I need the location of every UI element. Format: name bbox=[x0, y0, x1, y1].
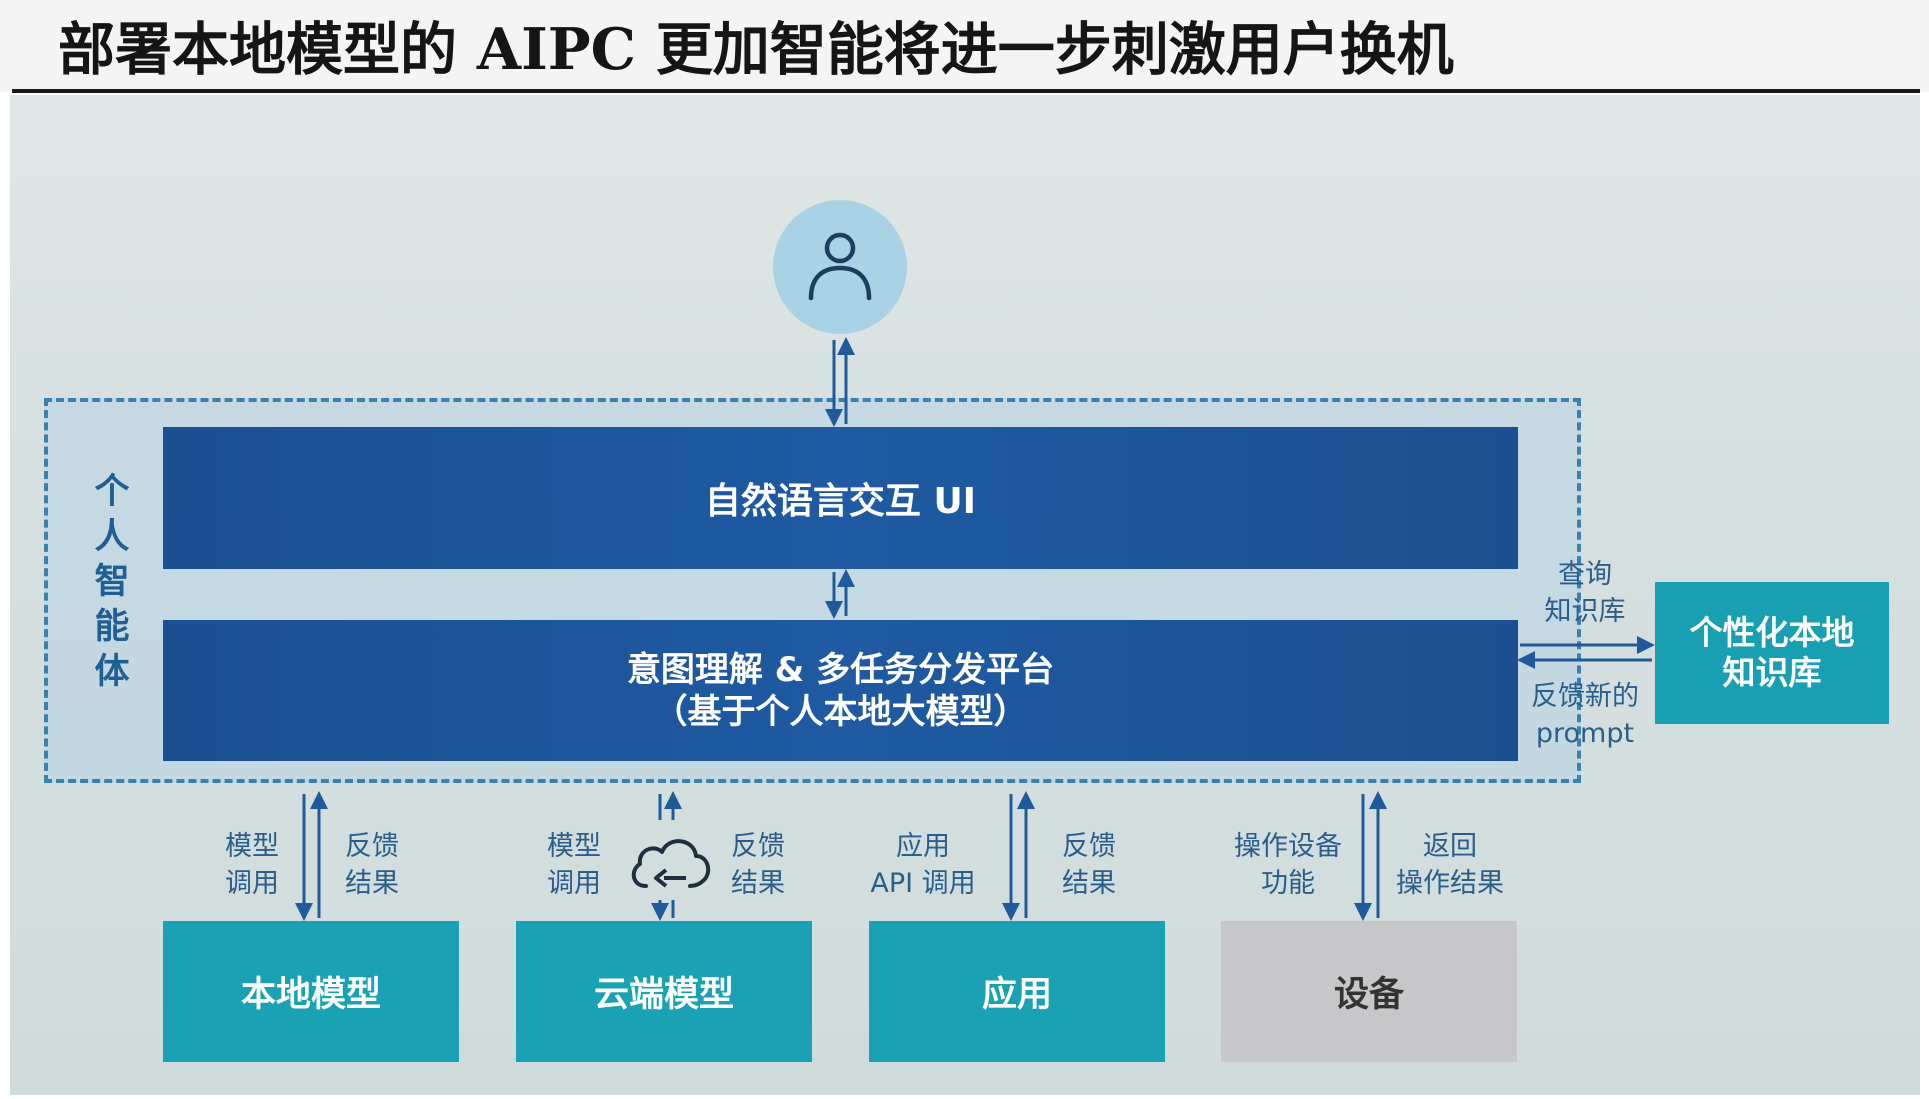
natural-language-ui-label: 自然语言交互 UI bbox=[704, 481, 977, 522]
cloud-model-call-note: 模型 调用 bbox=[547, 831, 601, 899]
local-model-box: 本地模型 bbox=[163, 921, 459, 1062]
personal-knowledge-base-box: 个性化本地 知识库 bbox=[1655, 582, 1889, 724]
cloud-sync-icon bbox=[631, 839, 711, 888]
local-model-call-note: 模型 调用 bbox=[225, 831, 279, 899]
title-underline bbox=[12, 89, 1920, 93]
app-feedback-note: 反馈 结果 bbox=[1062, 831, 1116, 899]
knowledge-base-sublabel: 知识库 bbox=[1722, 653, 1822, 692]
intent-platform-sublabel: （基于个人本地大模型） bbox=[653, 691, 1028, 732]
application-box: 应用 bbox=[869, 921, 1165, 1062]
device-result-note: 返回 操作结果 bbox=[1396, 831, 1504, 899]
page-title: 部署本地模型的 AIPC 更加智能将进一步刺激用户换机 bbox=[58, 16, 1454, 83]
intent-platform-label: 意图理解 & 多任务分发平台 bbox=[626, 649, 1055, 690]
header-band bbox=[0, 0, 1929, 92]
user-avatar bbox=[773, 200, 907, 334]
local-model-feedback-note: 反馈 结果 bbox=[345, 831, 399, 899]
query-knowledge-base-note: 查询 知识库 bbox=[1544, 559, 1626, 627]
intent-dispatch-platform-bar: 意图理解 & 多任务分发平台 （基于个人本地大模型） bbox=[163, 620, 1518, 761]
user-icon bbox=[808, 232, 872, 301]
app-api-call-note: 应用 API 调用 bbox=[870, 831, 976, 899]
natural-language-ui-bar: 自然语言交互 UI bbox=[163, 427, 1518, 569]
cloud-model-feedback-note: 反馈 结果 bbox=[731, 831, 785, 899]
device-operate-note: 操作设备 功能 bbox=[1234, 831, 1342, 899]
device-box: 设备 bbox=[1221, 921, 1517, 1062]
feedback-prompt-note: 反馈新的 prompt bbox=[1531, 681, 1639, 749]
personal-agent-label: 个人智能体 bbox=[94, 472, 130, 692]
knowledge-base-label: 个性化本地 bbox=[1689, 613, 1855, 652]
cloud-model-box: 云端模型 bbox=[516, 921, 812, 1062]
